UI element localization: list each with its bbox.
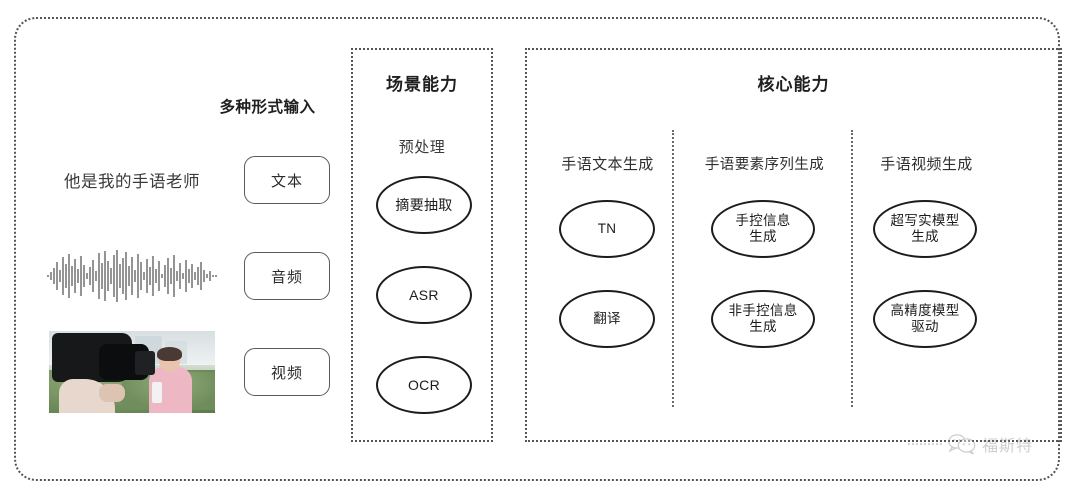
core-column-divider-1	[851, 130, 853, 407]
core-panel-title: 核心能力	[757, 75, 830, 94]
scene-capability-panel: 场景能力 预处理 摘要抽取 ASR OCR	[351, 48, 493, 442]
input-row-audio: 音频	[30, 237, 330, 315]
core-column-sign-video: 手语视频生成 超写实模型生成 高精度模型驱动	[854, 130, 999, 420]
core-node-1-0[interactable]: 手控信息生成	[711, 200, 815, 258]
core-node-1-1[interactable]: 非手控信息生成	[711, 290, 815, 348]
core-column-sign-elements: 手语要素序列生成 手控信息生成 非手控信息生成	[692, 130, 837, 420]
input-chip-video[interactable]: 视频	[244, 348, 330, 396]
core-node-0-0[interactable]: TN	[559, 200, 655, 258]
input-section: 多种形式输入 他是我的手语老师 文本	[30, 95, 330, 425]
input-media-video	[42, 331, 222, 413]
sample-text-value: 他是我的手语老师	[64, 173, 200, 191]
audio-waveform-icon	[47, 250, 217, 302]
diagram-outer-frame	[14, 17, 1060, 481]
watermark: 福斯特	[908, 432, 1033, 456]
input-section-heading: 多种形式输入	[219, 99, 316, 116]
scene-node-1[interactable]: ASR	[376, 266, 472, 324]
scene-node-2[interactable]: OCR	[376, 356, 472, 414]
input-media-audio	[42, 237, 222, 315]
scene-node-0[interactable]: 摘要抽取	[376, 176, 472, 234]
core-node-2-1[interactable]: 高精度模型驱动	[873, 290, 977, 348]
core-column-title-2: 手语视频生成	[880, 156, 973, 173]
input-media-text: 他是我的手语老师	[42, 141, 222, 219]
scene-panel-subtitle: 预处理	[398, 139, 446, 156]
core-node-0-1[interactable]: 翻译	[559, 290, 655, 348]
input-chip-text[interactable]: 文本	[244, 156, 330, 204]
input-chip-audio[interactable]: 音频	[244, 252, 330, 300]
core-column-title-0: 手语文本生成	[561, 156, 654, 173]
core-column-divider-0	[672, 130, 674, 407]
scene-panel-title: 场景能力	[386, 75, 458, 94]
core-column-title-1: 手语要素序列生成	[704, 157, 825, 173]
core-node-2-0[interactable]: 超写实模型生成	[873, 200, 977, 258]
input-row-text: 他是我的手语老师 文本	[30, 141, 330, 219]
core-capability-panel: 核心能力 手语文本生成 TN 翻译 手语要素序列生成 手控信息生成 非手控信息生…	[525, 48, 1062, 442]
watermark-dotted-line	[908, 443, 942, 445]
video-thumbnail-image	[49, 331, 215, 413]
input-row-video: 视频	[30, 331, 330, 413]
core-column-sign-text: 手语文本生成 TN 翻译	[535, 130, 680, 420]
wechat-icon	[948, 434, 976, 455]
watermark-text: 福斯特	[982, 438, 1034, 455]
